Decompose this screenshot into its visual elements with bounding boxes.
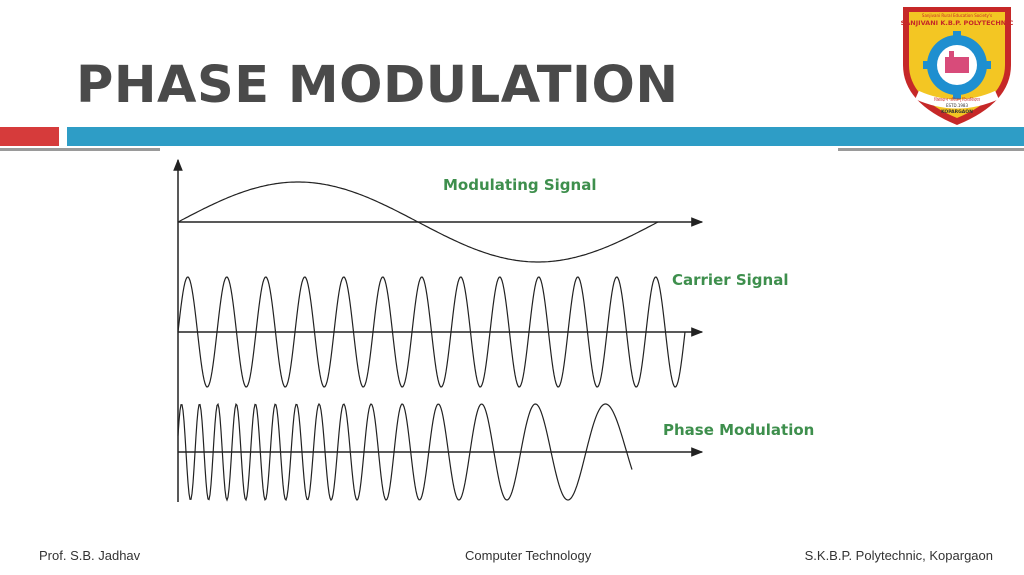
phase-modulated-wave: [177, 402, 633, 502]
divider-left: [0, 148, 160, 151]
modulating-wave: [177, 181, 659, 263]
logo-place-text: KOPARGAON: [941, 109, 973, 115]
label-phase-modulation: Phase Modulation: [663, 421, 815, 439]
label-carrier-signal: Carrier Signal: [672, 271, 789, 289]
logo-motto-text: विद्यादान पवित्रम् दिव्यविदया: [934, 96, 980, 103]
college-logo: Sanjivani Rural Education Society's SANJ…: [897, 3, 1017, 127]
waveform-diagram: [173, 158, 704, 502]
footer-author: Prof. S.B. Jadhav: [39, 548, 141, 563]
logo-society-text: Sanjivani Rural Education Society's: [922, 13, 992, 18]
logo-name-text: SANJIVANI K.B.P. POLYTECHNIC: [901, 19, 1014, 27]
accent-bar-blue: [67, 127, 1024, 146]
divider-right: [838, 148, 1024, 151]
slide-title: PHASE MODULATION: [76, 56, 679, 115]
accent-bar-red: [0, 127, 59, 146]
footer-department: Computer Technology: [465, 548, 592, 563]
label-modulating-signal: Modulating Signal: [443, 176, 597, 194]
logo-estd-text: ESTD.1983: [946, 103, 968, 108]
modulation-figure: Modulating Signal Carrier Signal Phase M…: [160, 146, 838, 510]
footer-institution: S.K.B.P. Polytechnic, Kopargaon: [804, 548, 993, 563]
carrier-wave: [177, 276, 686, 388]
